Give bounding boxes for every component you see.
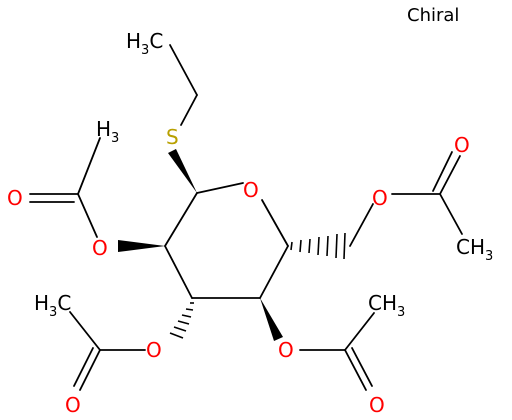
bond-c2-c1 bbox=[164, 192, 198, 247]
bond-s-ch2 bbox=[180, 94, 198, 126]
c4-ester-oxygen-atom: O bbox=[278, 338, 294, 362]
acetyl-c2-methyl-label: H3 bbox=[96, 117, 119, 146]
bond-c3-c2 bbox=[164, 245, 193, 299]
c3-carbonyl-oxygen-atom: O bbox=[65, 393, 81, 417]
bond-c4acyl-ch3 bbox=[344, 312, 375, 351]
wedge-c2-o bbox=[118, 240, 165, 252]
bond-c6acyl-o-double-a bbox=[439, 155, 461, 195]
ethyl-methyl-label: H3C bbox=[126, 29, 163, 58]
bond-c6-o bbox=[349, 203, 374, 247]
acetyl-c4-methyl-label: CH3 bbox=[368, 291, 405, 320]
bond-c4acyl-o-double-a bbox=[344, 349, 367, 391]
hash-c3-o bbox=[169, 302, 194, 339]
bond-c6acyl-ch3 bbox=[439, 193, 463, 235]
bond-c1-oring bbox=[196, 182, 244, 194]
bond-c2acyl-ch3 bbox=[77, 137, 101, 195]
c6-ester-oxygen-atom: O bbox=[372, 186, 388, 210]
bond-oring-c5 bbox=[261, 199, 289, 247]
bond-c6acyl-o-double-b bbox=[432, 151, 453, 192]
chiral-flag: Chiral bbox=[407, 5, 459, 26]
c2-ester-oxygen-atom: O bbox=[92, 236, 108, 260]
c2-carbonyl-oxygen-atom: O bbox=[7, 186, 23, 210]
bond-c3acyl-ch3 bbox=[69, 311, 101, 351]
ring-oxygen-atom: O bbox=[243, 178, 259, 202]
wedge-c1-s bbox=[168, 149, 197, 193]
hash-c5-c6 bbox=[290, 232, 346, 260]
c3-ester-oxygen-atom: O bbox=[146, 338, 162, 362]
bond-ch2-ch3 bbox=[169, 44, 198, 96]
acetyl-c6-methyl-label: CH3 bbox=[456, 235, 493, 264]
bond-c4acyl-o-double-b bbox=[351, 347, 373, 387]
sulfur-atom: S bbox=[166, 125, 179, 149]
c6-carbonyl-oxygen-atom: O bbox=[454, 133, 470, 157]
bond-o-c2acyl bbox=[77, 193, 98, 238]
bond-c5-c4 bbox=[259, 245, 289, 299]
bond-c3acyl-o-double-b bbox=[73, 347, 94, 387]
wedge-c4-o bbox=[260, 298, 283, 341]
acetyl-c3-methyl-label: H3C bbox=[34, 291, 71, 320]
c4-carbonyl-oxygen-atom: O bbox=[369, 393, 385, 417]
bond-c3acyl-o-double-a bbox=[79, 349, 101, 391]
